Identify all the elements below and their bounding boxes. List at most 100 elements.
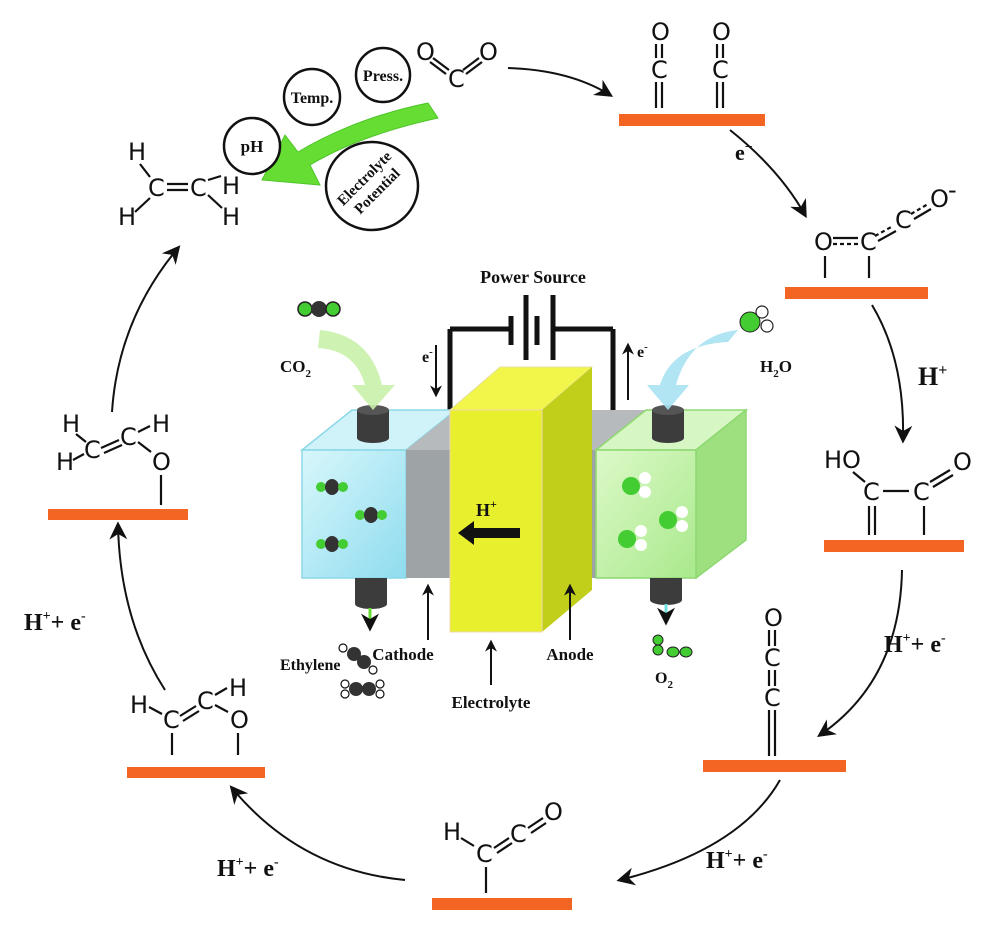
power-source-label: Power Source bbox=[480, 267, 586, 287]
h2o-input-icon bbox=[739, 305, 774, 333]
o2-label: O2 bbox=[655, 670, 673, 691]
arrow-co2-to-adsorbed bbox=[507, 67, 614, 97]
anode-inlet-port bbox=[652, 405, 684, 443]
electron-right-label: e- bbox=[637, 341, 648, 361]
ph-circle bbox=[222, 116, 282, 176]
co2-label: CO2 bbox=[280, 357, 312, 380]
atom-h: H bbox=[229, 674, 247, 702]
electrolyte-membrane bbox=[449, 409, 543, 633]
intermediate-1: O C O C bbox=[619, 18, 765, 126]
cathode-label: Cathode bbox=[372, 645, 434, 664]
arrow-to-step5 bbox=[616, 779, 781, 886]
atom-h: H bbox=[118, 203, 136, 231]
electron-left-label: e- bbox=[422, 346, 433, 366]
cycle-arrows bbox=[109, 67, 913, 886]
catalyst-surface bbox=[703, 760, 846, 772]
cathode-chamber bbox=[301, 449, 407, 579]
proton-arrow bbox=[458, 521, 520, 545]
atom-h: H bbox=[128, 138, 146, 166]
group-ho: HO bbox=[824, 446, 861, 474]
atom-o: O bbox=[930, 185, 949, 213]
atom-c: C bbox=[476, 840, 493, 868]
press-label: Press. bbox=[363, 68, 403, 85]
atom-c: C bbox=[163, 706, 180, 734]
atom-h: H bbox=[222, 203, 240, 231]
press-circle bbox=[354, 46, 412, 104]
atom-c: C bbox=[913, 478, 930, 506]
molecule-co2: O C O bbox=[416, 38, 498, 93]
atom-o: O bbox=[152, 448, 171, 476]
atom-h: H bbox=[152, 410, 170, 438]
intermediate-3: HO C C O bbox=[824, 446, 972, 552]
arrow-to-step3 bbox=[871, 304, 913, 444]
intermediate-2: O C C O - bbox=[785, 176, 957, 299]
intermediate-5: H C C O bbox=[432, 798, 572, 910]
atom-c: C bbox=[120, 423, 137, 451]
step-label-e: e− bbox=[735, 140, 753, 165]
atom-c: C bbox=[895, 206, 912, 234]
molecule-ethylene: H H C C H H bbox=[118, 138, 240, 231]
atom-o: O bbox=[953, 448, 972, 476]
arrow-to-step4 bbox=[817, 569, 903, 738]
o2-molecule-icons bbox=[652, 634, 693, 658]
green-arrow bbox=[261, 102, 439, 186]
anode-outlet-port bbox=[650, 578, 682, 605]
h2o-molecule-icons bbox=[618, 472, 688, 551]
catalyst-surface bbox=[127, 767, 265, 778]
atom-h: H bbox=[222, 172, 240, 200]
atom-c: C bbox=[712, 56, 729, 84]
electrochemical-cell: Power Source e- e- H+ bbox=[280, 267, 792, 712]
proton-label: H+ bbox=[476, 497, 497, 520]
atom-o: O bbox=[230, 706, 249, 734]
atom-c: C bbox=[764, 644, 781, 672]
ph-label: pH bbox=[241, 137, 264, 156]
atom-c: C bbox=[148, 174, 165, 202]
h2o-label: H2O bbox=[760, 357, 792, 380]
step-label-h: H+ bbox=[918, 362, 947, 391]
catalyst-surface bbox=[619, 114, 765, 126]
arrow-to-step7 bbox=[109, 521, 166, 691]
intermediate-7: H H C C H O bbox=[48, 410, 188, 520]
atom-h: H bbox=[62, 410, 80, 438]
atom-c: C bbox=[863, 478, 880, 506]
atom-c: C bbox=[197, 687, 214, 715]
atom-o: O bbox=[712, 18, 731, 46]
step-label-he: H++ e- bbox=[217, 855, 279, 882]
atom-c: C bbox=[84, 436, 101, 464]
catalyst-surface bbox=[824, 540, 964, 552]
cathode-inlet-port bbox=[357, 405, 389, 443]
charge-minus: - bbox=[948, 176, 957, 204]
ethylene-molecule-icons bbox=[338, 643, 385, 699]
catalyst-surface bbox=[432, 898, 572, 910]
atom-c: C bbox=[764, 684, 781, 712]
atom-h: H bbox=[56, 448, 74, 476]
atom-c: C bbox=[860, 228, 877, 256]
co2-molecule-icons bbox=[316, 479, 387, 552]
temp-label: Temp. bbox=[291, 90, 334, 107]
step-label-he: H++ e- bbox=[24, 609, 86, 636]
arrow-to-step2 bbox=[729, 129, 807, 219]
electrolyte-potential-circle bbox=[324, 140, 420, 232]
co2-inlet-arrow bbox=[318, 330, 395, 410]
catalyst-surface bbox=[48, 509, 188, 520]
catalyst-surface bbox=[785, 287, 928, 299]
intermediate-6: H C C H O bbox=[127, 674, 265, 778]
atom-o: O bbox=[764, 604, 783, 632]
atom-c: C bbox=[448, 65, 465, 93]
atom-h: H bbox=[443, 818, 461, 846]
temp-circle bbox=[282, 67, 342, 127]
ethylene-label: Ethylene bbox=[280, 657, 340, 674]
cathode-electrode bbox=[406, 450, 450, 578]
atom-c: C bbox=[651, 56, 668, 84]
atom-o: O bbox=[651, 18, 670, 46]
battery-icon bbox=[447, 295, 616, 415]
arrow-to-step6 bbox=[229, 785, 406, 881]
cathode-outlet-port bbox=[355, 578, 387, 609]
atom-o: O bbox=[416, 38, 435, 66]
step-label-he: H++ e- bbox=[884, 631, 946, 658]
electrolyte-label: Electrolyte bbox=[452, 693, 531, 712]
co2-input-icon bbox=[297, 301, 341, 317]
step-label-he: H++ e- bbox=[706, 847, 768, 874]
atom-c: C bbox=[190, 174, 207, 202]
